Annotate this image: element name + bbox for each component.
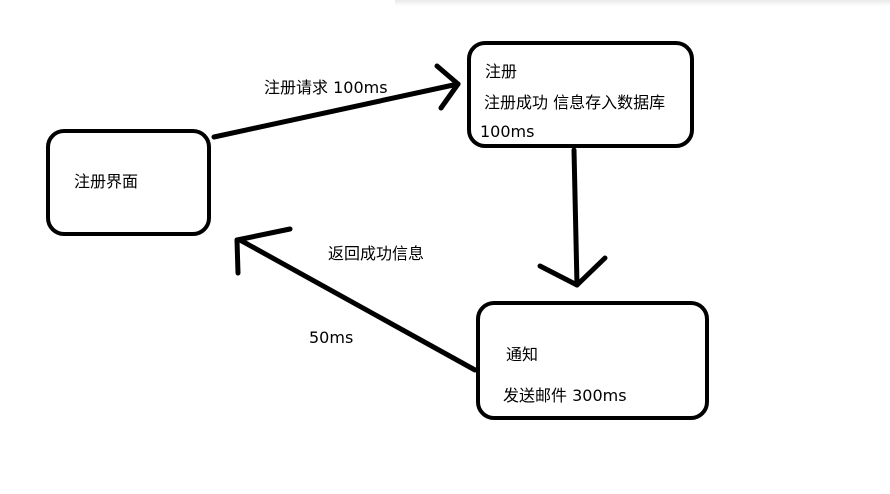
node-signup-page bbox=[46, 129, 211, 236]
node-register-detail: 注册成功 信息存入数据库 bbox=[484, 93, 666, 112]
window-edge-shadow bbox=[395, 0, 890, 6]
arrow-return bbox=[234, 226, 478, 373]
arrow-request bbox=[211, 63, 461, 140]
arrow-to-notify bbox=[537, 147, 608, 288]
node-notify bbox=[476, 301, 709, 420]
node-signup-page-label: 注册界面 bbox=[74, 172, 139, 191]
node-register-time: 100ms bbox=[480, 122, 535, 141]
node-notify-detail: 发送邮件 300ms bbox=[503, 386, 627, 405]
node-register bbox=[467, 41, 694, 148]
node-notify-title: 通知 bbox=[506, 345, 539, 364]
edge-return-label: 返回成功信息 bbox=[328, 244, 425, 263]
edge-return-time: 50ms bbox=[309, 328, 354, 347]
edge-request-label: 注册请求 100ms bbox=[264, 78, 388, 97]
node-register-title: 注册 bbox=[485, 62, 518, 81]
